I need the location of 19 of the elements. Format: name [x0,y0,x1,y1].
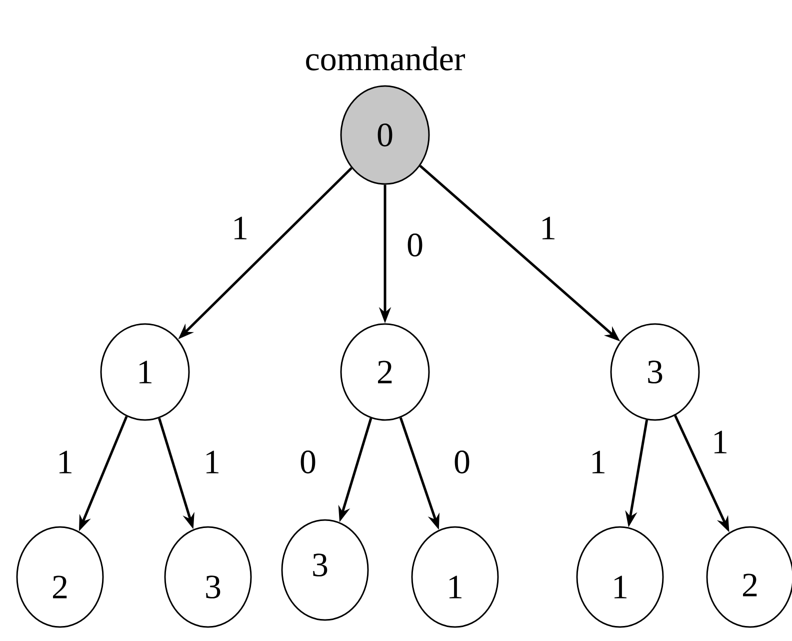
edge-label: 1 [538,216,558,240]
edge-label: 1 [710,430,730,454]
circle-node: 1 [411,526,499,628]
edge-label: 0 [298,450,318,474]
edge-label: 0 [452,450,472,474]
circle-node: 3 [164,526,252,628]
circle-node: 3 [281,519,369,621]
edge-label: 1 [588,450,608,474]
circle-node: 3 [610,323,700,421]
node-caption: commander [306,46,465,70]
edge-label: 0 [406,232,424,258]
edge-label: 1 [230,216,250,240]
circle-node: 2 [16,526,104,628]
circle-node: 1 [100,323,190,421]
circle-node: 0 [340,85,430,185]
edge-label: 1 [202,450,222,474]
circle-node: 1 [576,526,664,628]
edge-label: 1 [56,450,74,474]
circle-node: 2 [340,323,430,421]
